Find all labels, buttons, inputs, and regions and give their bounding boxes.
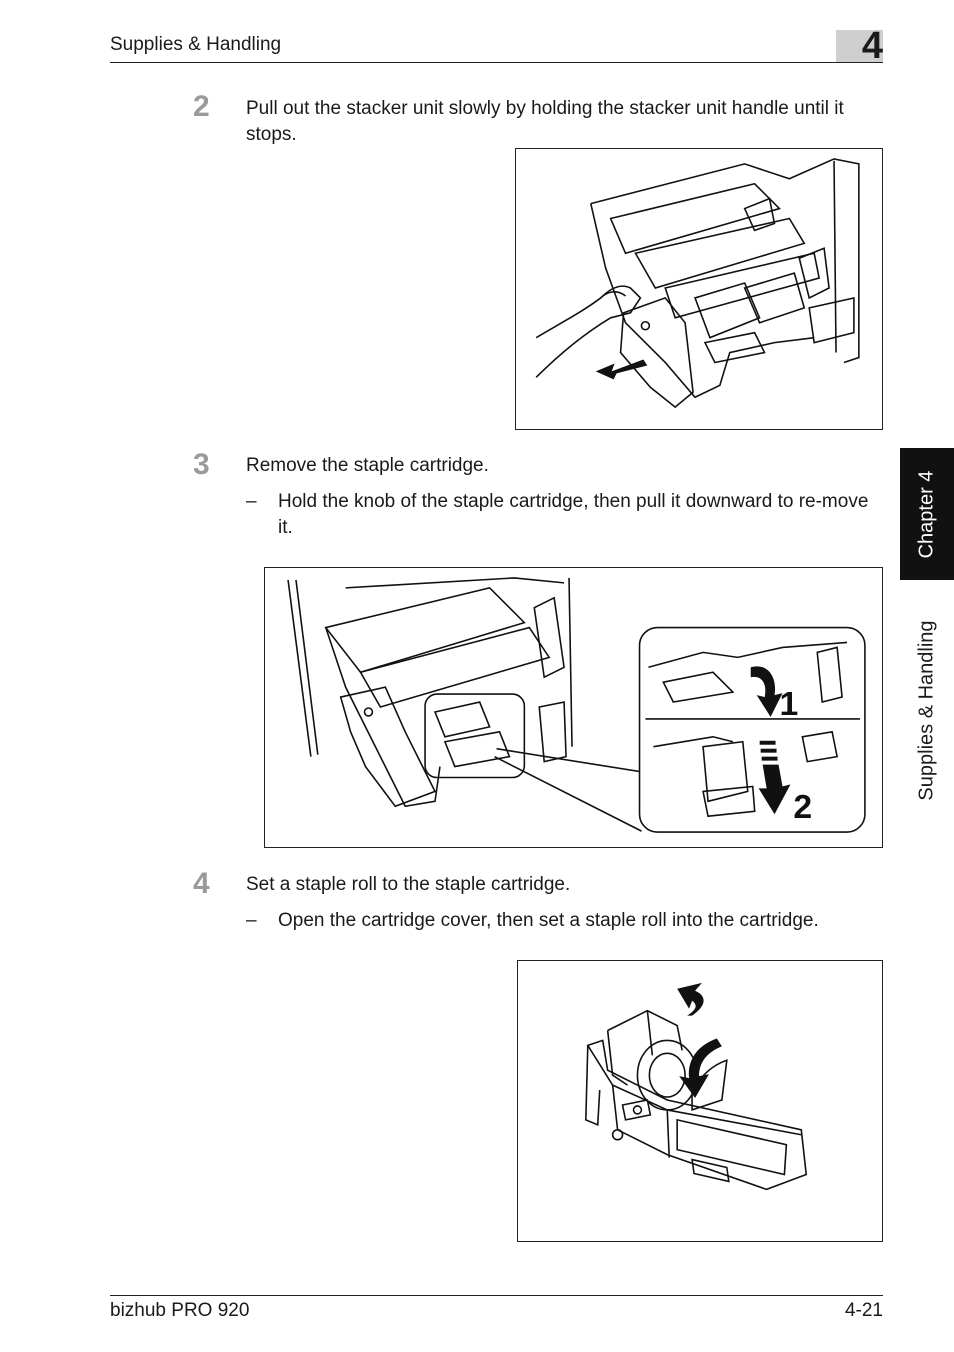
side-tab-chapter: [900, 448, 954, 580]
callout-label: 1: [780, 685, 799, 723]
step-text: Remove the staple cartridge.: [246, 455, 489, 476]
stacker-unit-pull-illustration: [535, 158, 860, 409]
footer-product-name: bizhub PRO 920: [110, 1300, 250, 1321]
figure-staple-cartridge-removal: 1 2: [264, 567, 883, 848]
staple-roll-cartridge-illustration: [585, 982, 808, 1191]
step-number: 3: [193, 448, 210, 481]
sub-step-dash: –: [246, 491, 257, 512]
side-tab-chapter-label: Chapter 4: [915, 470, 938, 558]
sub-step-dash: –: [246, 910, 257, 931]
callout-label: 2: [793, 788, 812, 826]
step-number: 4: [193, 867, 210, 900]
running-header-title: Supplies & Handling: [110, 34, 282, 55]
footer-rule: [110, 1295, 883, 1296]
header-rule: [110, 62, 883, 63]
side-tab-section-label: Supplies & Handling: [915, 619, 938, 801]
step-text: Pull out the stacker unit slowly by hold…: [246, 98, 844, 145]
figure-stacker-unit: [515, 148, 883, 430]
sub-step-text: Hold the knob of the staple cartridge, t…: [278, 491, 869, 538]
staple-cartridge-removal-illustration: 1 2: [287, 577, 866, 833]
chapter-number-box: [836, 30, 883, 63]
figure-staple-roll-cartridge: [517, 960, 883, 1242]
chapter-number: 4: [861, 25, 883, 67]
step-text: Set a staple roll to the staple cartridg…: [246, 874, 571, 895]
side-tab-chapter-label-wrap: Chapter 4: [900, 448, 954, 580]
footer-page-number: 4-21: [844, 1300, 883, 1321]
step-number: 2: [193, 90, 210, 123]
side-tab-section-label-wrap: Supplies & Handling: [900, 600, 954, 820]
sub-step-text: Open the cartridge cover, then set a sta…: [278, 910, 819, 931]
